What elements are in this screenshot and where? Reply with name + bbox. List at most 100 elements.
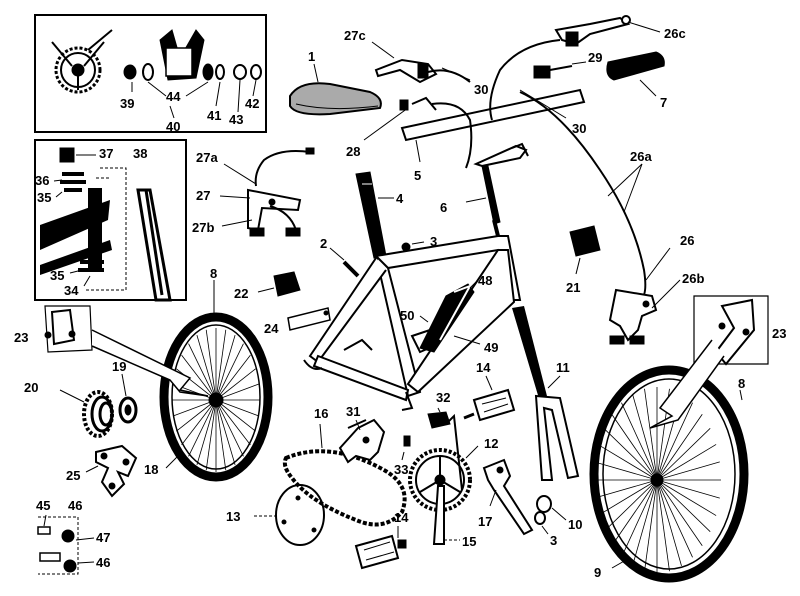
label-28: 28 <box>346 144 360 159</box>
front-wheel-spoke <box>656 414 703 481</box>
rear-wheel-spoke <box>215 354 251 401</box>
label-45: 45 <box>36 498 50 513</box>
axle-nut-icon <box>534 495 552 525</box>
front-brake-caliper-icon <box>608 288 658 345</box>
front-wheel-spoke <box>656 428 711 481</box>
front-wheel-spoke <box>656 479 682 567</box>
label-3a: 3 <box>430 234 437 249</box>
label-26c: 26c <box>664 26 686 41</box>
label-36: 36 <box>35 173 49 188</box>
label-11: 11 <box>556 360 570 375</box>
label-35a: 35 <box>37 190 51 205</box>
label-14b: 14 <box>394 510 409 525</box>
front-wheel-spoke <box>621 402 658 481</box>
label-34: 34 <box>64 283 79 298</box>
seat-post-icon <box>355 171 387 259</box>
label-27a: 27a <box>196 150 218 165</box>
rear-wheel-spoke <box>176 399 217 432</box>
pedal-right-icon <box>463 388 516 422</box>
label-26b: 26b <box>682 271 704 286</box>
label-26: 26 <box>680 233 694 248</box>
rear-wheel-spoke <box>188 399 217 457</box>
label-10: 10 <box>568 517 582 532</box>
label-23b: 23 <box>772 326 786 341</box>
front-wheel-spoke <box>656 402 693 481</box>
label-16: 16 <box>314 406 328 421</box>
chainring-cover-icon <box>275 484 325 546</box>
label-41: 41 <box>207 108 221 123</box>
label-23a: 23 <box>14 330 28 345</box>
front-wheel-spoke <box>621 479 658 558</box>
front-wheel-spoke <box>611 414 658 481</box>
label-17: 17 <box>478 514 492 529</box>
label-39: 39 <box>120 96 134 111</box>
brake-lever-left-icon <box>374 58 471 84</box>
rear-wheel-spoke <box>215 329 227 401</box>
rear-dropout-guard <box>44 305 209 397</box>
front-wheel-spoke <box>594 461 658 481</box>
label-19: 19 <box>112 359 126 374</box>
label-21: 21 <box>566 280 580 295</box>
label-46a: 46 <box>68 498 82 513</box>
label-47: 47 <box>96 530 110 545</box>
label-18: 18 <box>144 462 158 477</box>
label-2: 2 <box>320 236 327 251</box>
rear-wheel-spoke <box>196 335 217 401</box>
label-22: 22 <box>234 286 248 301</box>
front-derailleur-icon <box>338 418 386 464</box>
reflector-icon <box>273 271 301 297</box>
chain-icon <box>282 449 407 527</box>
rear-derailleur-icon <box>95 444 138 498</box>
front-reflector-icon <box>569 225 601 257</box>
rear-wheel-spoke <box>215 383 260 401</box>
label-40: 40 <box>166 119 180 134</box>
label-46b: 46 <box>96 555 110 570</box>
chain-guide-icon <box>403 411 451 447</box>
front-wheel-spoke <box>611 479 658 546</box>
label-30b: 30 <box>572 121 586 136</box>
label-25: 25 <box>66 468 80 483</box>
front-wheel-spoke <box>594 479 658 499</box>
front-wheel-spoke <box>644 388 658 481</box>
label-30a: 30 <box>474 82 488 97</box>
label-8b: 8 <box>738 376 745 391</box>
label-32: 32 <box>436 390 450 405</box>
front-wheel-spoke <box>656 479 720 499</box>
front-wheel-spoke <box>656 479 693 558</box>
label-5: 5 <box>414 168 421 183</box>
inset-bracket-parts-icon <box>123 29 262 81</box>
label-42: 42 <box>245 96 259 111</box>
kickstand-icon <box>482 458 534 536</box>
frame-icon <box>303 219 522 411</box>
rear-wheel-spoke <box>181 399 217 446</box>
rear-wheel-spoke <box>215 368 256 401</box>
headset-inset: 37 38 36 35 35 34 <box>34 139 187 302</box>
crankset-icon <box>408 413 472 545</box>
label-1: 1 <box>308 49 315 64</box>
front-brake-cable-icon <box>519 91 647 301</box>
rear-wheel-spoke <box>181 354 217 401</box>
label-33: 33 <box>394 462 408 477</box>
rear-wheel-spoke <box>215 399 256 432</box>
rear-wheel-spoke <box>205 329 217 401</box>
label-38: 38 <box>133 146 147 161</box>
seat-bolt-icon <box>342 242 411 278</box>
label-9: 9 <box>594 565 601 580</box>
rear-wheel-spoke <box>188 343 217 401</box>
rear-wheel-spoke <box>215 343 244 401</box>
label-27: 27 <box>196 188 210 203</box>
spacer-ring-icon <box>118 396 138 424</box>
rear-wheel-spoke <box>205 399 217 471</box>
label-44: 44 <box>166 89 181 104</box>
front-wheel-spoke <box>632 393 658 481</box>
front-wheel-spoke <box>656 479 717 516</box>
label-29: 29 <box>588 50 602 65</box>
front-wheel-spoke <box>656 461 720 481</box>
rear-wheel-spoke <box>215 399 244 457</box>
rear-wheel-spoke <box>196 399 217 465</box>
label-12: 12 <box>484 436 498 451</box>
front-wheel-spoke <box>656 479 703 546</box>
front-wheel-spoke <box>597 479 658 516</box>
label-14a: 14 <box>476 360 491 375</box>
